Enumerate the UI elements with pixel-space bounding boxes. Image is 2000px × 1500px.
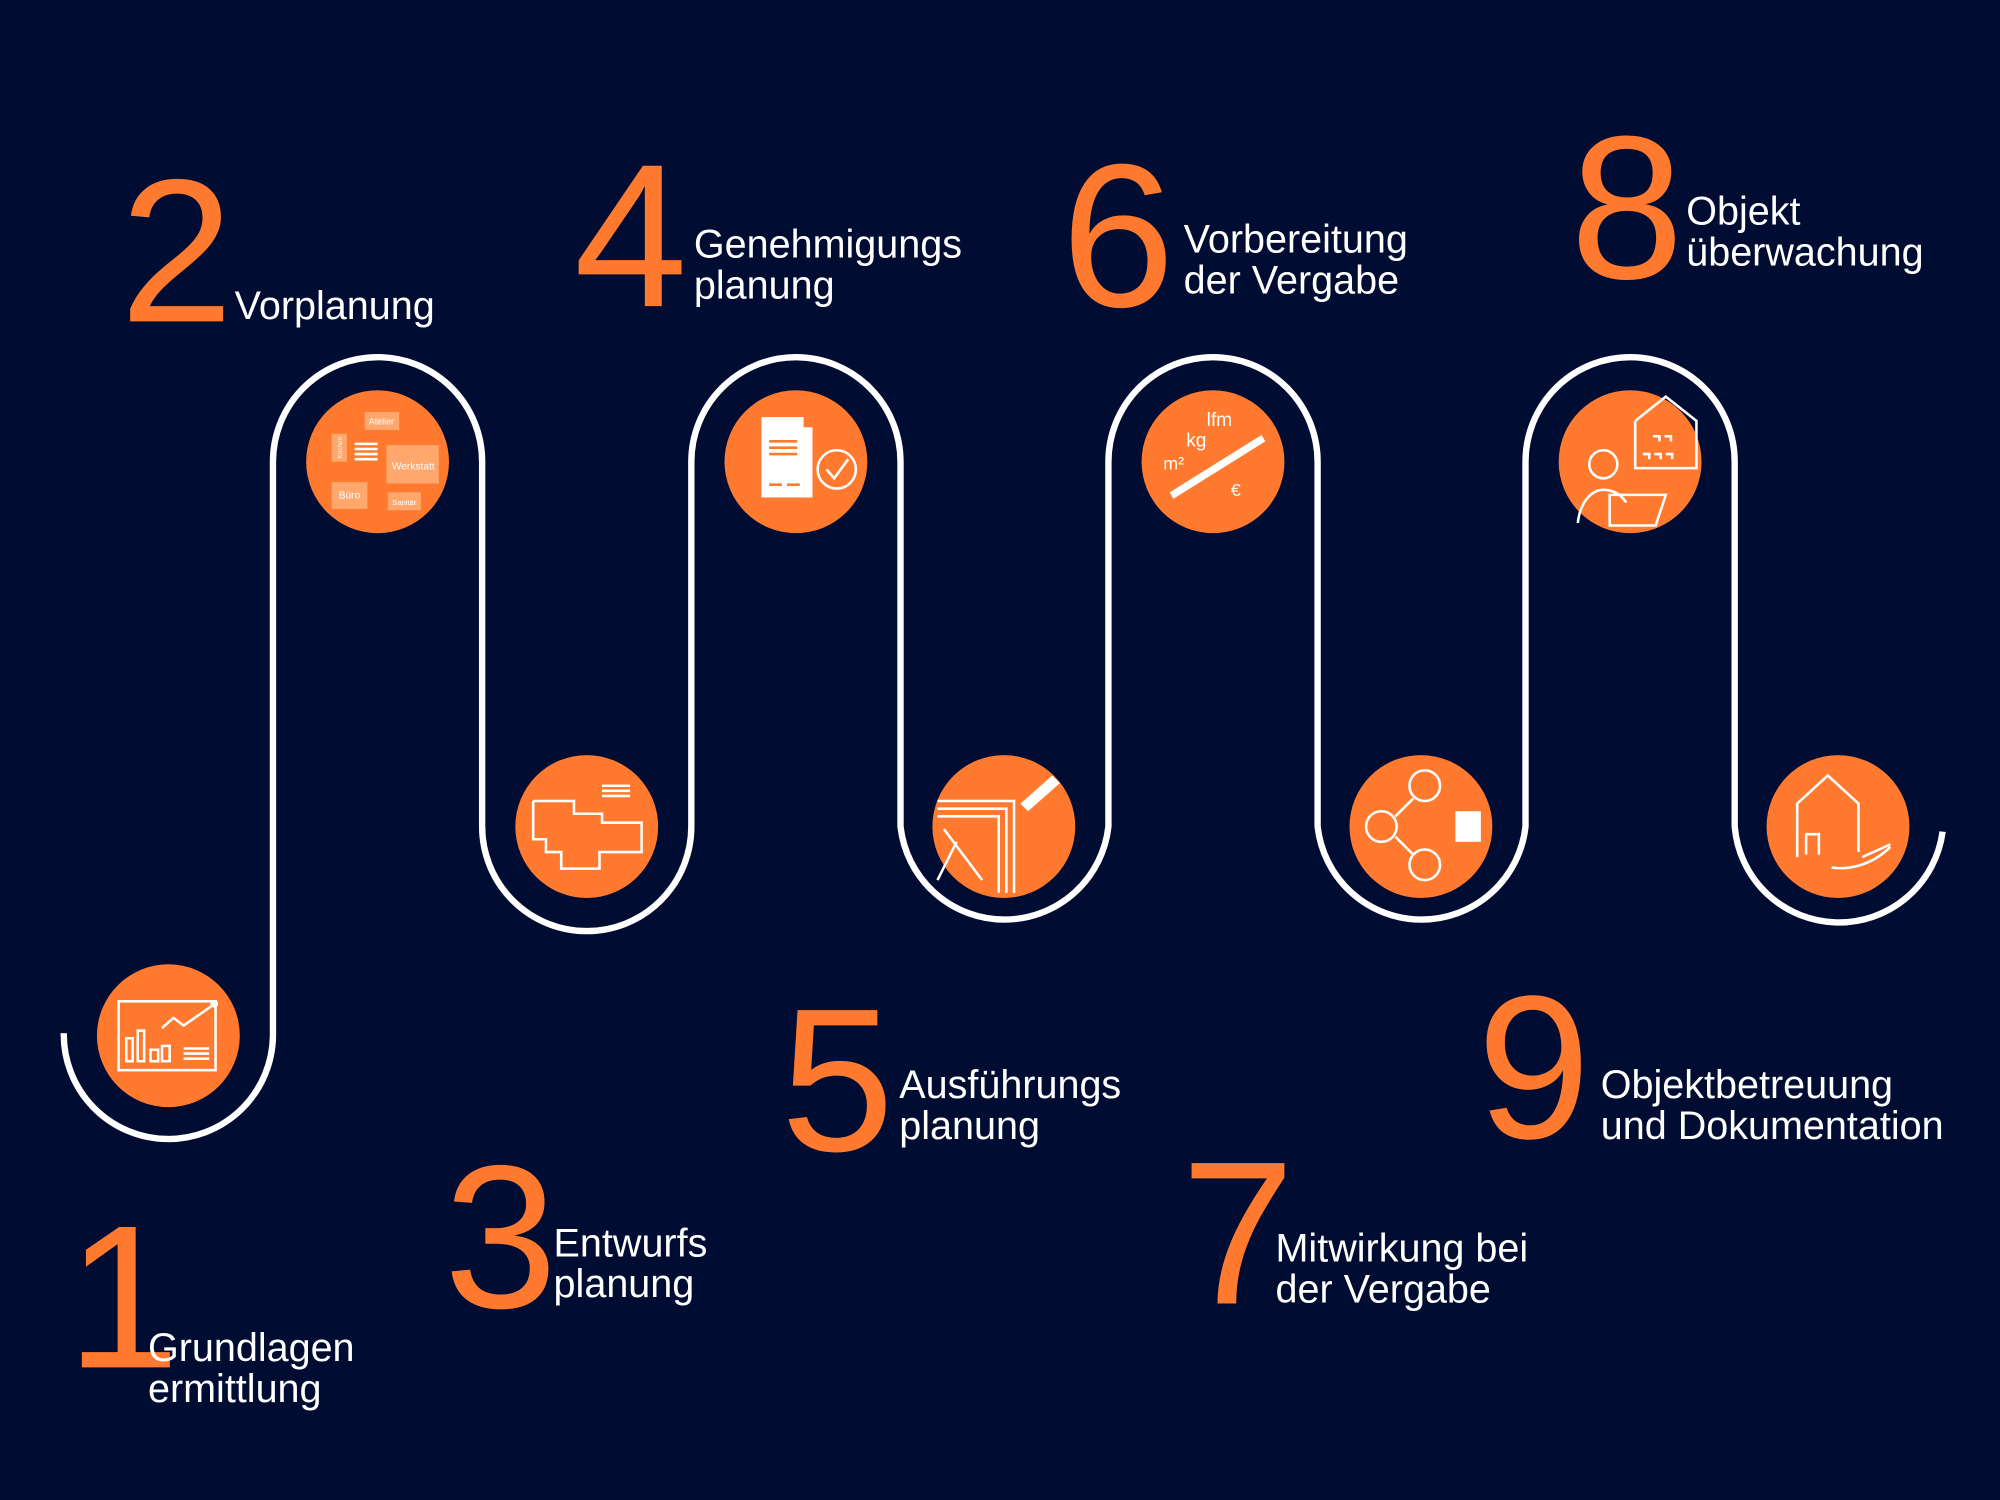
- phase-label-line2: planung: [899, 1104, 1040, 1148]
- phase-label-line1: Vorbereitung: [1184, 218, 1408, 262]
- phase-number: 6: [1061, 122, 1175, 350]
- phase-label-line1: Vorplanung: [235, 284, 435, 328]
- phase-label-line1: Grundlagen: [148, 1326, 355, 1370]
- phase-5: 5 Ausführungs planung: [781, 967, 1122, 1195]
- house-handover-icon: [1795, 773, 1892, 870]
- site-supervision-icon: [1576, 395, 1698, 527]
- phase-label-line2: planung: [554, 1262, 695, 1306]
- phase-1-icon-circle: [96, 964, 240, 1108]
- phase-9: 9 Objektbetreuung und Dokumentation: [1477, 954, 1944, 1182]
- phase-number: 3: [444, 1123, 558, 1351]
- phase-label-line2: planung: [694, 263, 835, 307]
- phase-number: 8: [1570, 94, 1684, 322]
- phase-7: 7 Mitwirkung bei der Vergabe: [1181, 1120, 1528, 1348]
- phase-label-line1: Ausführungs: [899, 1063, 1121, 1107]
- phase-label-line2: überwachung: [1686, 230, 1923, 274]
- phase-2-icon-circle: Atelier Kochen Werkstatt Büro Sanitär: [306, 390, 449, 534]
- svg-text:Kochen: Kochen: [337, 436, 344, 458]
- phase-label-line2: der Vergabe: [1276, 1267, 1491, 1311]
- phase-5-icon-circle: [932, 755, 1076, 898]
- approved-document-icon: [761, 417, 858, 498]
- phase-number: 4: [574, 122, 688, 350]
- phase-7-icon-circle: [1349, 755, 1493, 898]
- svg-text:m²: m²: [1163, 453, 1184, 473]
- svg-text:Atelier: Atelier: [369, 417, 394, 427]
- phase-1: 1 Grundlagen ermittlung: [66, 1183, 354, 1411]
- winding-path: [60, 354, 1946, 1143]
- svg-text:lfm: lfm: [1207, 410, 1233, 431]
- phase-6-icon-circle: lfm kg m² €: [1141, 390, 1285, 534]
- phase-4-icon-circle: [724, 390, 868, 534]
- svg-text:kg: kg: [1186, 430, 1206, 451]
- svg-text:Büro: Büro: [339, 491, 361, 502]
- phase-4: 4 Genehmigungs planung: [574, 122, 962, 350]
- bidders-network-icon: [1364, 769, 1481, 882]
- svg-text:€: €: [1231, 480, 1241, 500]
- phase-label-line1: Mitwirkung bei: [1276, 1226, 1529, 1270]
- phase-3: 3 Entwurfs planung: [444, 1123, 707, 1351]
- phase-label-line1: Entwurfs: [554, 1221, 708, 1265]
- phase-2: 2 Vorplanung: [120, 137, 435, 365]
- phase-9-icon-circle: [1766, 755, 1910, 898]
- phase-number: 2: [120, 137, 233, 365]
- phase-label-line2: der Vergabe: [1184, 258, 1399, 302]
- phase-8-icon-circle: [1558, 390, 1702, 534]
- svg-text:Werkstatt: Werkstatt: [392, 461, 435, 472]
- phase-label-line2: und Dokumentation: [1601, 1104, 1944, 1148]
- phase-label-line1: Objekt: [1686, 189, 1800, 233]
- chart-analysis-icon: [117, 1000, 219, 1072]
- phase-number: 1: [66, 1183, 180, 1411]
- phase-6: 6 Vorbereitung der Vergabe: [1061, 122, 1408, 350]
- phase-3-icon-circle: [515, 755, 659, 898]
- svg-text:Sanitär: Sanitär: [392, 498, 417, 507]
- phase-8: 8 Objekt überwachung: [1570, 94, 1923, 322]
- phase-number: 7: [1181, 1120, 1295, 1348]
- detail-drawing-pencil-icon: [936, 775, 1060, 893]
- phase-label-line2: ermittlung: [148, 1367, 322, 1411]
- floor-plan-icon: [531, 784, 643, 870]
- phase-label-line1: Genehmigungs: [694, 223, 962, 267]
- phase-number: 9: [1477, 954, 1591, 1182]
- phase-number: 5: [781, 967, 895, 1195]
- phase-label-line1: Objektbetreuung: [1601, 1063, 1893, 1107]
- ruler-quantities-icon: lfm kg m² €: [1163, 410, 1266, 500]
- room-program-icon: Atelier Kochen Werkstatt Büro Sanitär: [331, 411, 439, 511]
